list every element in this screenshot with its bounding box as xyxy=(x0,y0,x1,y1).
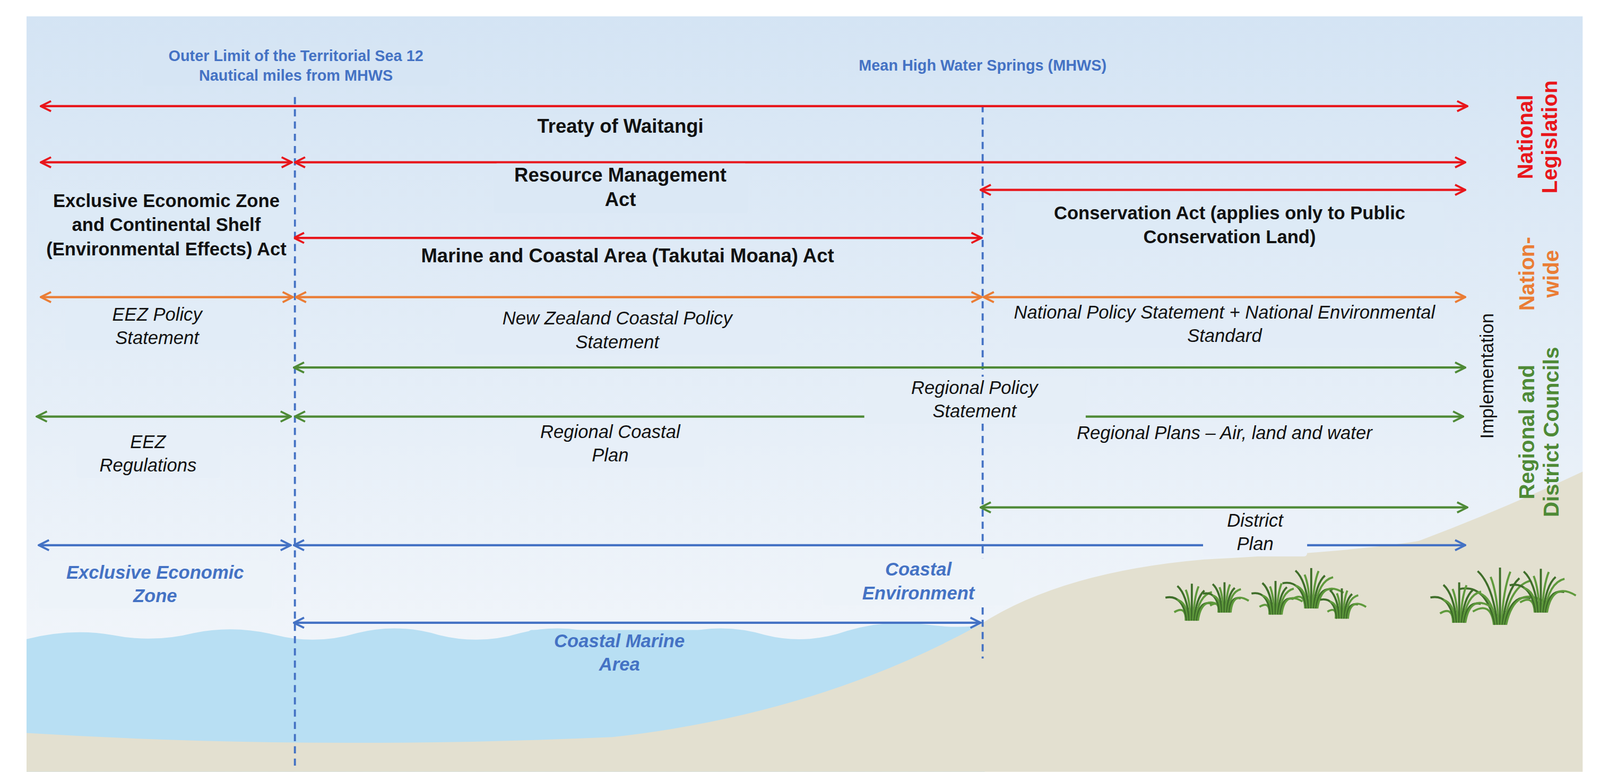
boundary-label: Outer Limit of the Territorial Sea 12 Na… xyxy=(142,45,449,86)
plan-label: Regional Coastal Plan xyxy=(516,419,705,468)
plan-label: District Plan xyxy=(1203,508,1308,557)
boundary-label: Mean High Water Springs (MHWS) xyxy=(855,55,1110,75)
policy-label: National Policy Statement + National Env… xyxy=(1010,300,1440,349)
plan-label: Regional Policy Statement xyxy=(863,376,1086,425)
tier-label: Regional and District Councils xyxy=(1514,322,1564,542)
policy-label: New Zealand Coastal Policy Statement xyxy=(455,306,780,355)
tier-label: Implementation xyxy=(1477,273,1499,478)
tier-label: Nation-wide xyxy=(1514,230,1564,317)
legislation-label: Treaty of Waitangi xyxy=(534,113,707,139)
tier-label: National Legislation xyxy=(1512,65,1563,209)
plan-label: EEZ Regulations xyxy=(75,429,220,478)
legislation-label: Conservation Act (applies only to Public… xyxy=(1015,201,1444,250)
legislation-label: Exclusive Economic Zone and Continental … xyxy=(38,189,294,262)
policy-label: EEZ Policy Statement xyxy=(64,302,250,351)
zone-label: Exclusive Economic Zone xyxy=(38,560,272,609)
legislation-label: Resource Management Act xyxy=(493,162,748,214)
plan-label: Regional Plans – Air, land and water xyxy=(1073,420,1376,445)
zone-label: Coastal Environment xyxy=(823,557,1014,606)
legislation-label: Marine and Coastal Area (Takutai Moana) … xyxy=(417,243,837,269)
zone-label: Coastal Marine Area xyxy=(528,628,711,677)
